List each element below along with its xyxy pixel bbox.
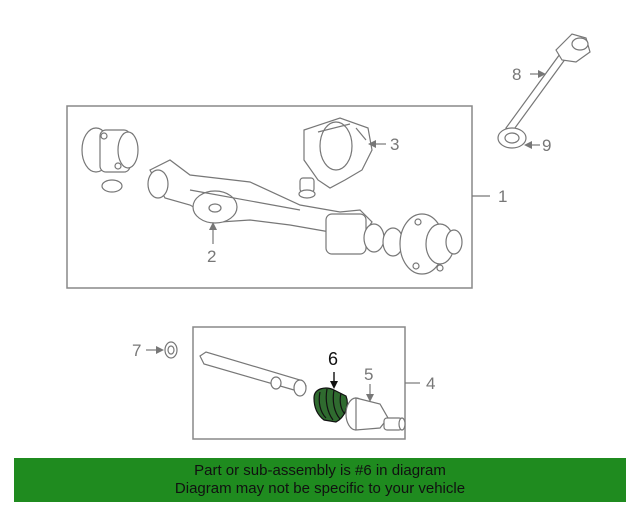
right-wheel-hub bbox=[325, 213, 463, 275]
callout-9: 9 bbox=[542, 136, 551, 155]
axle-housing bbox=[147, 159, 373, 241]
callout-4: 4 bbox=[426, 374, 435, 393]
callout-5: 5 bbox=[364, 365, 373, 384]
callout-7: 7 bbox=[132, 341, 141, 360]
left-wheel-hub bbox=[81, 127, 139, 193]
callout-5-arrow bbox=[366, 394, 374, 402]
callout-2: 2 bbox=[207, 247, 216, 266]
callout-3: 3 bbox=[390, 135, 399, 154]
seal bbox=[164, 341, 178, 359]
banner-line-2: Diagram may not be specific to your vehi… bbox=[174, 480, 466, 497]
axle-assembly-box bbox=[66, 105, 473, 289]
differential-carrier bbox=[298, 117, 373, 199]
callout-3-arrow bbox=[368, 140, 376, 148]
cv-boot-highlighted bbox=[313, 387, 348, 423]
callout-6-arrow bbox=[330, 381, 338, 389]
banner-line-1: Part or sub-assembly is #6 in diagram bbox=[194, 462, 446, 479]
callout-2-arrow bbox=[209, 222, 217, 230]
callout-8: 8 bbox=[512, 65, 521, 84]
part-info-banner: Part or sub-assembly is #6 in diagram Di… bbox=[14, 458, 626, 502]
callout-8-arrow bbox=[538, 70, 546, 78]
callout-9-arrow bbox=[524, 141, 532, 149]
callout-1: 1 bbox=[498, 187, 507, 206]
drive-shaft-yoke bbox=[497, 127, 527, 149]
cv-joint bbox=[345, 397, 406, 431]
callout-7-arrow bbox=[156, 346, 164, 354]
drive-shaft bbox=[505, 33, 591, 133]
axle-shaft bbox=[199, 351, 307, 397]
callout-6: 6 bbox=[328, 349, 338, 369]
